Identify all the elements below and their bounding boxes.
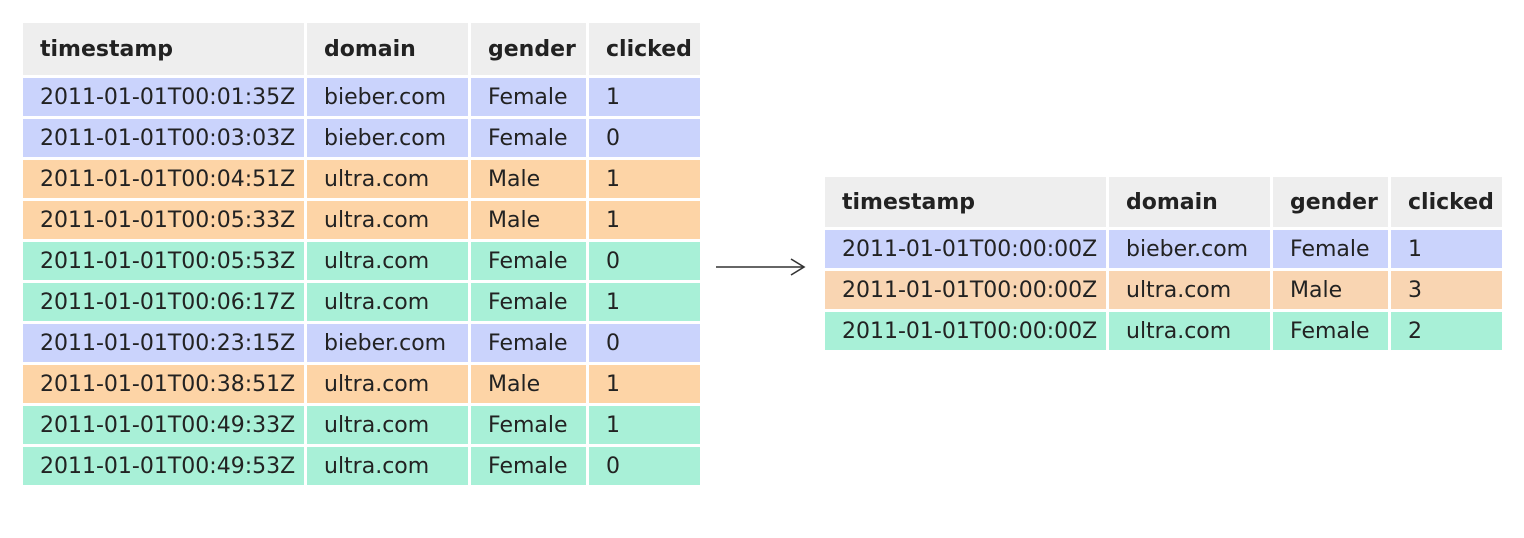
timestamp-cell: 2011-01-01T00:06:17Z [20,280,307,324]
domain-cell: bieber.com [1106,227,1273,271]
gender-cell: Male [1270,268,1391,312]
table-row: 2011-01-01T00:03:03Z bieber.com Female 0 [20,116,703,160]
table-row: 2011-01-01T00:05:33Z ultra.com Male 1 [20,198,703,242]
domain-cell: ultra.com [304,157,471,201]
clicked-cell: 0 [586,444,703,488]
timestamp-cell: 2011-01-01T00:05:33Z [20,198,307,242]
table-row: 2011-01-01T00:05:53Z ultra.com Female 0 [20,239,703,283]
header-row: timestamp domain gender clicked [822,174,1505,230]
column-header-timestamp: timestamp [20,20,307,78]
clicked-cell: 1 [586,75,703,119]
column-header-domain: domain [304,20,471,78]
header-row: timestamp domain gender clicked [20,20,703,78]
table-row: 2011-01-01T00:23:15Z bieber.com Female 0 [20,321,703,365]
timestamp-cell: 2011-01-01T00:01:35Z [20,75,307,119]
gender-cell: Female [468,403,589,447]
domain-cell: bieber.com [304,75,471,119]
clicked-cell: 0 [586,116,703,160]
table-row: 2011-01-01T00:01:35Z bieber.com Female 1 [20,75,703,119]
timestamp-cell: 2011-01-01T00:05:53Z [20,239,307,283]
clicked-cell: 0 [586,321,703,365]
clicked-cell: 1 [586,403,703,447]
timestamp-cell: 2011-01-01T00:00:00Z [822,227,1109,271]
gender-cell: Male [468,157,589,201]
gender-cell: Female [468,75,589,119]
domain-cell: ultra.com [304,198,471,242]
rollup-table: timestamp domain gender clicked 2011-01-… [822,174,1505,353]
timestamp-cell: 2011-01-01T00:49:33Z [20,403,307,447]
timestamp-cell: 2011-01-01T00:03:03Z [20,116,307,160]
column-header-clicked: clicked [586,20,703,78]
gender-cell: Male [468,362,589,406]
gender-cell: Female [468,280,589,324]
table-row: 2011-01-01T00:49:53Z ultra.com Female 0 [20,444,703,488]
gender-cell: Female [468,239,589,283]
timestamp-cell: 2011-01-01T00:00:00Z [822,268,1109,312]
table-row: 2011-01-01T00:06:17Z ultra.com Female 1 [20,280,703,324]
domain-cell: ultra.com [304,239,471,283]
domain-cell: ultra.com [1106,309,1273,353]
clicked-cell: 0 [586,239,703,283]
clicked-cell: 1 [586,362,703,406]
gender-cell: Female [1270,227,1391,271]
timestamp-cell: 2011-01-01T00:38:51Z [20,362,307,406]
table-row: 2011-01-01T00:00:00Z ultra.com Female 2 [822,309,1505,353]
gender-cell: Female [468,321,589,365]
clicked-cell: 1 [586,198,703,242]
table-row: 2011-01-01T00:38:51Z ultra.com Male 1 [20,362,703,406]
column-header-timestamp: timestamp [822,174,1109,230]
timestamp-cell: 2011-01-01T00:49:53Z [20,444,307,488]
domain-cell: ultra.com [304,444,471,488]
timestamp-cell: 2011-01-01T00:00:00Z [822,309,1109,353]
column-header-gender: gender [468,20,589,78]
column-header-domain: domain [1106,174,1273,230]
gender-cell: Female [1270,309,1391,353]
domain-cell: ultra.com [304,403,471,447]
timestamp-cell: 2011-01-01T00:23:15Z [20,321,307,365]
raw-data-table: timestamp domain gender clicked 2011-01-… [20,20,703,488]
clicked-cell: 1 [1388,227,1505,271]
gender-cell: Female [468,116,589,160]
column-header-gender: gender [1270,174,1391,230]
clicked-cell: 3 [1388,268,1505,312]
table-row: 2011-01-01T00:49:33Z ultra.com Female 1 [20,403,703,447]
timestamp-cell: 2011-01-01T00:04:51Z [20,157,307,201]
domain-cell: ultra.com [304,280,471,324]
column-header-clicked: clicked [1388,174,1505,230]
clicked-cell: 1 [586,157,703,201]
gender-cell: Male [468,198,589,242]
table-row: 2011-01-01T00:04:51Z ultra.com Male 1 [20,157,703,201]
right-arrow-icon [716,258,806,276]
gender-cell: Female [468,444,589,488]
domain-cell: ultra.com [304,362,471,406]
domain-cell: ultra.com [1106,268,1273,312]
domain-cell: bieber.com [304,321,471,365]
table-row: 2011-01-01T00:00:00Z bieber.com Female 1 [822,227,1505,271]
clicked-cell: 1 [586,280,703,324]
domain-cell: bieber.com [304,116,471,160]
clicked-cell: 2 [1388,309,1505,353]
table-row: 2011-01-01T00:00:00Z ultra.com Male 3 [822,268,1505,312]
